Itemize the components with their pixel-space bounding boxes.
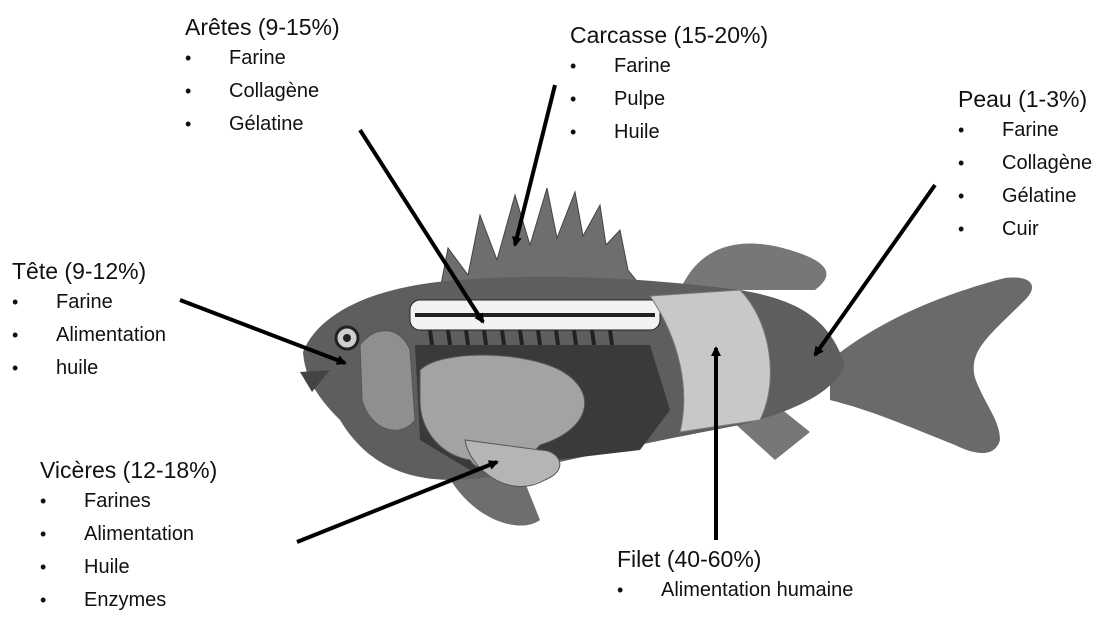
aretes-title: Arêtes (9-15%) (185, 12, 340, 42)
list-item: •Alimentation (12, 319, 166, 352)
carcasse-title: Carcasse (15-20%) (570, 20, 768, 50)
list-item: •Farine (12, 286, 166, 319)
list-item: •Farine (570, 50, 768, 83)
carcasse-label: Carcasse (15-20%) •Farine •Pulpe •Huile (570, 20, 768, 149)
tete-arrow (180, 300, 345, 363)
list-item: •Alimentation humaine (617, 574, 853, 607)
tete-label: Tête (9-12%) •Farine •Alimentation •huil… (12, 256, 166, 385)
list-item: •Collagène (958, 147, 1092, 180)
peau-title: Peau (1-3%) (958, 84, 1092, 114)
filet-title: Filet (40-60%) (617, 544, 853, 574)
carcasse-list: •Farine •Pulpe •Huile (570, 50, 768, 149)
viceres-arrow (297, 462, 497, 542)
list-item: •huile (12, 352, 166, 385)
list-item: •Gélatine (185, 108, 340, 141)
list-item: •Alimentation (40, 518, 217, 551)
viceres-list: •Farines •Alimentation •Huile •Enzymes (40, 485, 217, 617)
list-item: •Huile (570, 116, 768, 149)
carcasse-arrow (515, 85, 555, 245)
peau-list: •Farine •Collagène •Gélatine •Cuir (958, 114, 1092, 246)
aretes-label: Arêtes (9-15%) •Farine •Collagène •Gélat… (185, 12, 340, 141)
peau-arrow (815, 185, 935, 355)
tete-title: Tête (9-12%) (12, 256, 166, 286)
list-item: •Collagène (185, 75, 340, 108)
list-item: •Pulpe (570, 83, 768, 116)
filet-label: Filet (40-60%) •Alimentation humaine (617, 544, 853, 607)
viceres-title: Vicères (12-18%) (40, 455, 217, 485)
list-item: •Farines (40, 485, 217, 518)
viceres-label: Vicères (12-18%) •Farines •Alimentation … (40, 455, 217, 617)
list-item: •Farine (185, 42, 340, 75)
list-item: •Gélatine (958, 180, 1092, 213)
tete-list: •Farine •Alimentation •huile (12, 286, 166, 385)
aretes-list: •Farine •Collagène •Gélatine (185, 42, 340, 141)
list-item: •Huile (40, 551, 217, 584)
list-item: •Cuir (958, 213, 1092, 246)
filet-list: •Alimentation humaine (617, 574, 853, 607)
aretes-arrow (360, 130, 483, 322)
list-item: •Enzymes (40, 584, 217, 617)
peau-label: Peau (1-3%) •Farine •Collagène •Gélatine… (958, 84, 1092, 246)
list-item: •Farine (958, 114, 1092, 147)
